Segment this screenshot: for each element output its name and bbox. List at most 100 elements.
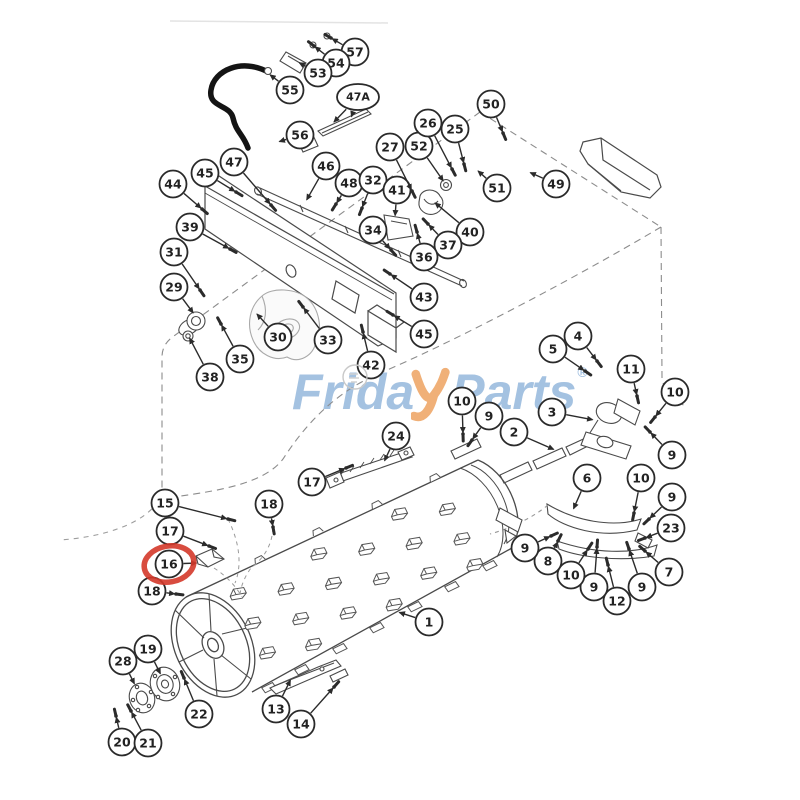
svg-text:41: 41 bbox=[388, 183, 405, 198]
svg-text:6: 6 bbox=[583, 471, 592, 486]
svg-text:18: 18 bbox=[143, 584, 160, 599]
svg-text:25: 25 bbox=[446, 122, 463, 137]
svg-text:34: 34 bbox=[364, 223, 382, 238]
callout-55: 55 bbox=[269, 74, 305, 105]
callout-9: 9 bbox=[579, 538, 609, 602]
callout-10: 10 bbox=[556, 541, 594, 590]
callout-30: 30 bbox=[256, 313, 293, 352]
svg-text:20: 20 bbox=[113, 735, 131, 750]
callout-37: 37 bbox=[421, 217, 463, 260]
callout-11: 11 bbox=[616, 354, 646, 405]
callout-42: 42 bbox=[356, 323, 386, 380]
callout-9: 9 bbox=[466, 401, 504, 448]
svg-text:53: 53 bbox=[309, 66, 326, 81]
svg-text:2: 2 bbox=[510, 425, 519, 440]
callout-9: 9 bbox=[510, 531, 559, 563]
svg-text:9: 9 bbox=[638, 580, 647, 595]
svg-text:37: 37 bbox=[439, 238, 456, 253]
svg-text:51: 51 bbox=[488, 181, 505, 196]
callout-9: 9 bbox=[643, 425, 687, 470]
callout-12: 12 bbox=[602, 556, 632, 616]
svg-text:1: 1 bbox=[425, 615, 434, 630]
svg-text:57: 57 bbox=[346, 45, 363, 60]
svg-text:18: 18 bbox=[260, 497, 277, 512]
watermark-swoosh-icon bbox=[411, 367, 450, 422]
callout-19: 19 bbox=[133, 634, 163, 675]
svg-text:11: 11 bbox=[622, 362, 639, 377]
svg-text:24: 24 bbox=[387, 429, 405, 444]
svg-text:22: 22 bbox=[190, 707, 207, 722]
svg-text:38: 38 bbox=[201, 370, 218, 385]
svg-text:13: 13 bbox=[267, 702, 284, 717]
svg-text:4: 4 bbox=[574, 329, 583, 344]
shaft-2-part bbox=[499, 398, 641, 484]
callout-47: 47 bbox=[219, 147, 278, 212]
scraper-13-part bbox=[269, 659, 349, 695]
callout-6: 6 bbox=[572, 463, 602, 510]
callout-21: 21 bbox=[126, 703, 163, 758]
svg-text:3: 3 bbox=[548, 405, 557, 420]
svg-text:52: 52 bbox=[410, 139, 427, 154]
callout-1: 1 bbox=[398, 607, 444, 637]
callout-34: 34 bbox=[358, 215, 398, 257]
callout-41: 41 bbox=[382, 175, 412, 217]
svg-text:46: 46 bbox=[317, 159, 335, 174]
bearing-29-part bbox=[178, 311, 206, 342]
callout-10: 10 bbox=[649, 377, 690, 424]
svg-text:55: 55 bbox=[281, 83, 298, 98]
hub-flange-parts bbox=[128, 666, 181, 714]
callout-18: 18 bbox=[137, 576, 185, 606]
callout-17: 17 bbox=[297, 463, 354, 497]
blade-47a-part bbox=[317, 108, 372, 137]
callout-51: 51 bbox=[477, 170, 512, 203]
svg-text:19: 19 bbox=[139, 642, 156, 657]
callout-52: 52 bbox=[404, 131, 444, 182]
svg-text:39: 39 bbox=[181, 220, 198, 235]
callout-23: 23 bbox=[636, 513, 686, 543]
svg-text:10: 10 bbox=[666, 385, 684, 400]
callout-27: 27 bbox=[375, 132, 417, 199]
drum-cleats bbox=[229, 472, 498, 694]
svg-text:9: 9 bbox=[521, 541, 530, 556]
callout-15: 15 bbox=[150, 488, 237, 523]
callout-45: 45 bbox=[190, 158, 244, 198]
callout-4: 4 bbox=[563, 321, 603, 369]
svg-text:36: 36 bbox=[415, 250, 433, 265]
svg-text:27: 27 bbox=[381, 140, 398, 155]
svg-text:48: 48 bbox=[340, 176, 357, 191]
callout-16: 16 bbox=[154, 549, 198, 579]
svg-text:56: 56 bbox=[291, 128, 309, 143]
svg-text:10: 10 bbox=[453, 394, 471, 409]
svg-text:7: 7 bbox=[665, 565, 674, 580]
svg-text:10: 10 bbox=[562, 568, 580, 583]
callout-13: 13 bbox=[261, 679, 291, 724]
dashed-boundary-outline bbox=[59, 111, 689, 541]
svg-text:15: 15 bbox=[156, 496, 173, 511]
svg-text:29: 29 bbox=[165, 280, 182, 295]
svg-text:47A: 47A bbox=[346, 91, 370, 104]
svg-text:10: 10 bbox=[632, 471, 650, 486]
callout-24: 24 bbox=[381, 421, 411, 462]
svg-text:17: 17 bbox=[161, 524, 178, 539]
callout-28: 28 bbox=[108, 646, 138, 685]
drum-roller-part bbox=[170, 438, 523, 698]
frame-beam-part bbox=[204, 175, 406, 354]
callout-39: 39 bbox=[175, 212, 238, 254]
watermark-text-left: Frida bbox=[292, 364, 415, 420]
svg-text:42: 42 bbox=[362, 358, 379, 373]
callout-18: 18 bbox=[254, 489, 284, 536]
callout-31: 31 bbox=[159, 237, 206, 298]
svg-text:44: 44 bbox=[164, 177, 182, 192]
callout-17: 17 bbox=[155, 516, 218, 551]
svg-text:28: 28 bbox=[114, 654, 131, 669]
svg-text:12: 12 bbox=[608, 594, 625, 609]
callout-20: 20 bbox=[107, 707, 137, 757]
ghost-stamp bbox=[342, 364, 368, 390]
alignment-dash-lines bbox=[213, 518, 274, 598]
callout-32: 32 bbox=[357, 165, 388, 217]
callout-10: 10 bbox=[447, 386, 477, 443]
svg-text:49: 49 bbox=[547, 177, 564, 192]
registered-mark: ® bbox=[577, 364, 588, 380]
callout-29: 29 bbox=[159, 272, 194, 314]
